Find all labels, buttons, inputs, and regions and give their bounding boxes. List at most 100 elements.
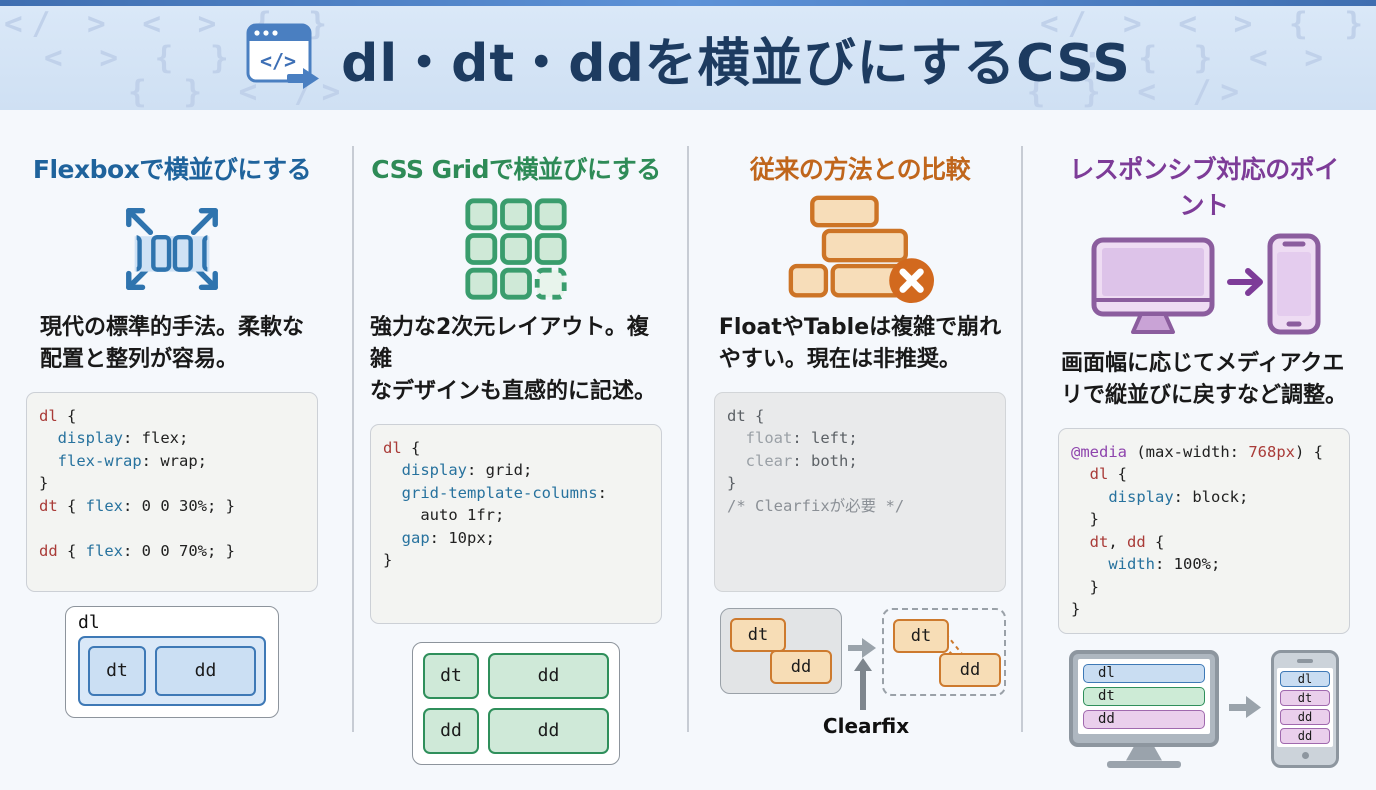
code-line: gap: 10px; — [401, 528, 495, 547]
dd-bar: dd — [1280, 727, 1330, 744]
dd-bar: dd — [1280, 708, 1330, 725]
column-divider — [1021, 146, 1023, 732]
code-line: flex-wrap: wrap; — [57, 451, 207, 470]
responsive-code-block: @media (max-width: 768px) { dl { display… — [1058, 427, 1350, 634]
before-box: dt dd — [720, 607, 842, 694]
dt-box: dt — [893, 618, 949, 653]
float-comparison: dt dd dt dd — [714, 606, 1006, 748]
code-window-icon: </> — [245, 22, 321, 94]
header: </ > < > { } < > { } ; { } < /> </ > < >… — [0, 6, 1376, 110]
description-line: FloatやTableは複雑で崩れ — [718, 315, 1002, 340]
legacy-diagram: dt dd dt dd — [714, 606, 1006, 748]
code-line: } — [1071, 510, 1099, 529]
right-arrow-icon — [1229, 695, 1261, 722]
desktop-monitor: dl dt dd — [1069, 649, 1219, 768]
dt-bar: dt — [1083, 686, 1205, 706]
flexbox-heading: Flexboxで横並びにする — [32, 155, 312, 184]
dl-bar: dl — [1280, 670, 1330, 687]
dt-bar: dt — [1280, 689, 1330, 706]
grid-code-block: dl { display: grid; grid-template-column… — [370, 423, 662, 624]
code-line: dt { — [727, 406, 765, 425]
code-line: display: grid; — [401, 461, 533, 480]
section-flexbox: Flexboxで横並びにする — [0, 110, 344, 790]
dl-label: dl — [78, 611, 100, 633]
flexbox-expand-arrows-icon — [26, 190, 318, 308]
code-line: clear: both; — [745, 451, 858, 470]
code-line: } — [727, 474, 737, 493]
responsive-diagram: dl dt dd — [1058, 648, 1350, 790]
page-title: dl・dt・ddを横並びにするCSS — [341, 33, 1131, 94]
monitor-frame: dl dt dd — [1069, 649, 1219, 747]
code-line: float: left; — [745, 429, 858, 448]
description-line: 画面幅に応じてメディアクエ — [1060, 351, 1345, 376]
code-line: display: flex; — [57, 429, 189, 448]
watermark-code-glyphs: { } < /> — [1026, 74, 1248, 110]
dd-bar: dd — [1083, 709, 1205, 729]
legacy-description: FloatやTableは複雑で崩れ やすい。現在は非推奨。 — [714, 312, 1006, 376]
dl-bar: dl — [1083, 663, 1205, 683]
phone-home-button — [1301, 751, 1309, 759]
column-divider — [352, 146, 354, 732]
flex-row-box: dt dd — [78, 635, 266, 706]
code-line: /* Clearfixが必要 */ — [727, 496, 905, 515]
grid-heading: CSS Gridで横並びにする — [371, 155, 661, 184]
top-accent-bar — [0, 0, 1376, 6]
responsive-description: 画面幅に応じてメディアクエ リで縦並びに戻すなど調整。 — [1058, 348, 1350, 412]
grid-description: 強力な2次元レイアウト。複雑 なデザインも直感的に記述。 — [370, 312, 662, 408]
description-line: リで縦並びに戻すなど調整。 — [1060, 382, 1347, 408]
dd-box: dd — [155, 645, 256, 696]
grid-container-box: dt dd dd dd — [412, 641, 620, 765]
dd-cell: dd — [488, 707, 609, 754]
dt-box: dt — [730, 617, 786, 652]
code-line: } — [383, 551, 393, 570]
icon-code-glyph: </> — [260, 49, 296, 73]
section-responsive: レスポンシブ対応のポイント 画面幅に応じてメディアクエ リで縦並びに戻すなど調整… — [1032, 110, 1376, 790]
flexbox-code-block: dl { display: flex; flex-wrap: wrap;} dt … — [26, 391, 318, 592]
dl-container-box: dl dt dd — [65, 605, 279, 718]
dd-cell: dd — [423, 707, 479, 754]
code-line: dl { — [1089, 465, 1128, 484]
monitor-base — [1107, 760, 1181, 768]
float-stack-error-icon — [714, 190, 1006, 308]
dd-cell: dd — [488, 652, 609, 699]
section-legacy: 従来の方法との比較 FloatやTableは複雑で崩れ やすい。現在は非推奨。 — [688, 110, 1032, 790]
watermark-code-glyphs: ; { } < > — [1083, 40, 1332, 76]
description-line: やすい。現在は非推奨。 — [718, 346, 961, 372]
dt-cell: dt — [423, 652, 479, 699]
code-line: } — [1071, 600, 1081, 619]
smartphone: dl dt dd dd — [1271, 649, 1339, 768]
code-line: @media (max-width: 768px) { — [1071, 442, 1323, 461]
code-line: grid-template-columns: — [401, 483, 607, 502]
desktop-to-phone-diagram: dl dt dd — [1069, 649, 1339, 768]
code-line: width: 100%; — [1108, 555, 1221, 574]
desktop-to-mobile-icon — [1058, 226, 1350, 344]
code-line: dt { flex: 0 0 30%; } — [39, 496, 235, 515]
phone-screen: dl dt dd dd — [1277, 667, 1333, 747]
flexbox-diagram: dl dt dd — [26, 605, 318, 748]
legacy-code-block: dt { float: left; clear: both;} /* Clearf… — [714, 391, 1006, 592]
monitor-stand — [1126, 746, 1162, 761]
watermark-code-glyphs: </ > < > { } — [1040, 6, 1372, 42]
code-line: } — [1071, 577, 1099, 596]
code-line: dd { flex: 0 0 70%; } — [39, 541, 235, 560]
dd-box: dd — [939, 652, 1001, 687]
description-line: 強力な2次元レイアウト。複雑 — [370, 315, 649, 372]
monitor-screen: dl dt dd — [1078, 658, 1210, 734]
code-line: } — [39, 474, 49, 493]
code-line: dl { — [39, 406, 77, 425]
code-line: auto 1fr; — [383, 506, 505, 525]
legacy-heading: 従来の方法との比較 — [749, 155, 971, 184]
content-area: Flexboxで横並びにする — [0, 110, 1376, 790]
description-line: 現代の標準的手法。柔軟な — [39, 315, 304, 340]
phone-speaker-slot — [1297, 658, 1313, 663]
description-line: なデザインも直感的に記述。 — [370, 378, 657, 404]
right-arrow-icon — [848, 637, 876, 662]
dt-box: dt — [88, 645, 146, 696]
description-line: 配置と整列が容易。 — [39, 346, 238, 372]
watermark-code-glyphs: < > { } ; — [44, 40, 293, 76]
flexbox-description: 現代の標準的手法。柔軟な 配置と整列が容易。 — [26, 312, 318, 376]
code-line: dl { — [383, 438, 421, 457]
code-line — [39, 517, 305, 539]
dd-box: dd — [770, 649, 832, 684]
grid-diagram: dt dd dd dd — [370, 638, 662, 780]
